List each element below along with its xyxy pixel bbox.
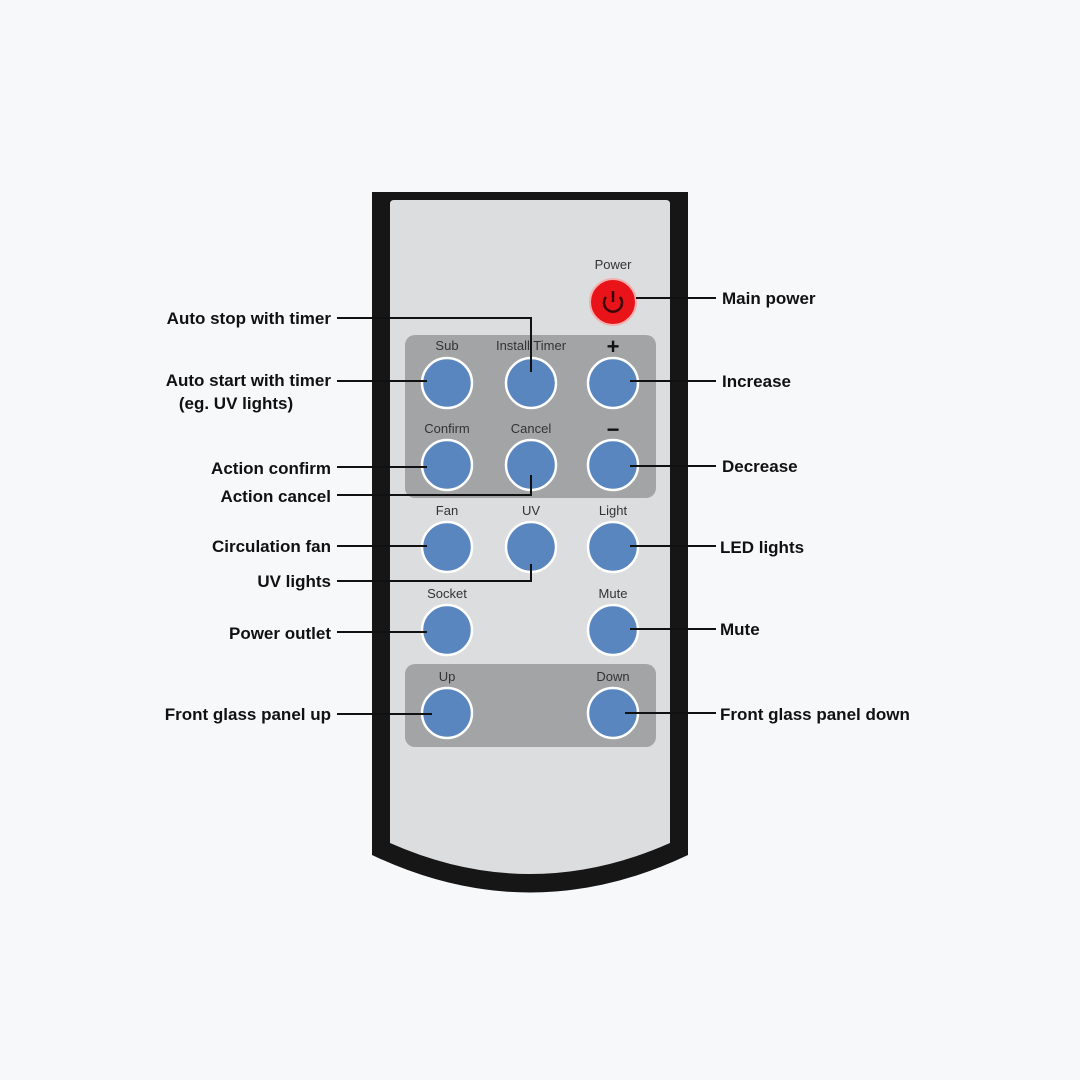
light-label: Light [599,503,628,518]
plus-label: + [607,334,620,359]
socket-button[interactable] [420,603,474,657]
callout-circulation-fan: Circulation fan [212,537,331,556]
leader-lines [337,297,716,715]
confirm-button[interactable] [420,438,474,492]
plus-button[interactable] [586,356,640,410]
up-label: Up [439,669,456,684]
fan-label: Fan [436,503,458,518]
callout-front-down: Front glass panel down [720,705,910,724]
callout-decrease: Decrease [722,457,798,476]
callout-front-up: Front glass panel up [165,705,331,724]
mute-label: Mute [599,586,628,601]
sub-label: Sub [435,338,458,353]
callout-mute: Mute [720,620,760,639]
callout-action-cancel: Action cancel [220,487,331,506]
sub-button[interactable] [420,356,474,410]
confirm-label: Confirm [424,421,470,436]
power-icon [602,291,624,313]
minus-label: − [607,417,620,442]
callout-power-outlet: Power outlet [229,624,331,643]
callout-main-power: Main power [722,289,816,308]
callout-auto-start: Auto start with timer [166,371,332,390]
fan-button[interactable] [420,520,474,574]
callout-increase: Increase [722,372,791,391]
callout-action-confirm: Action confirm [211,459,331,478]
callout-uv-lights: UV lights [257,572,331,591]
socket-label: Socket [427,586,467,601]
power-button[interactable] [589,278,637,326]
callout-led-lights: LED lights [720,538,804,557]
callout-auto-start-note: (eg. UV lights) [179,394,293,413]
uv-label: UV [522,503,540,518]
down-label: Down [596,669,629,684]
power-label: Power [595,257,633,272]
callout-auto-stop: Auto stop with timer [167,309,332,328]
cancel-label: Cancel [511,421,552,436]
